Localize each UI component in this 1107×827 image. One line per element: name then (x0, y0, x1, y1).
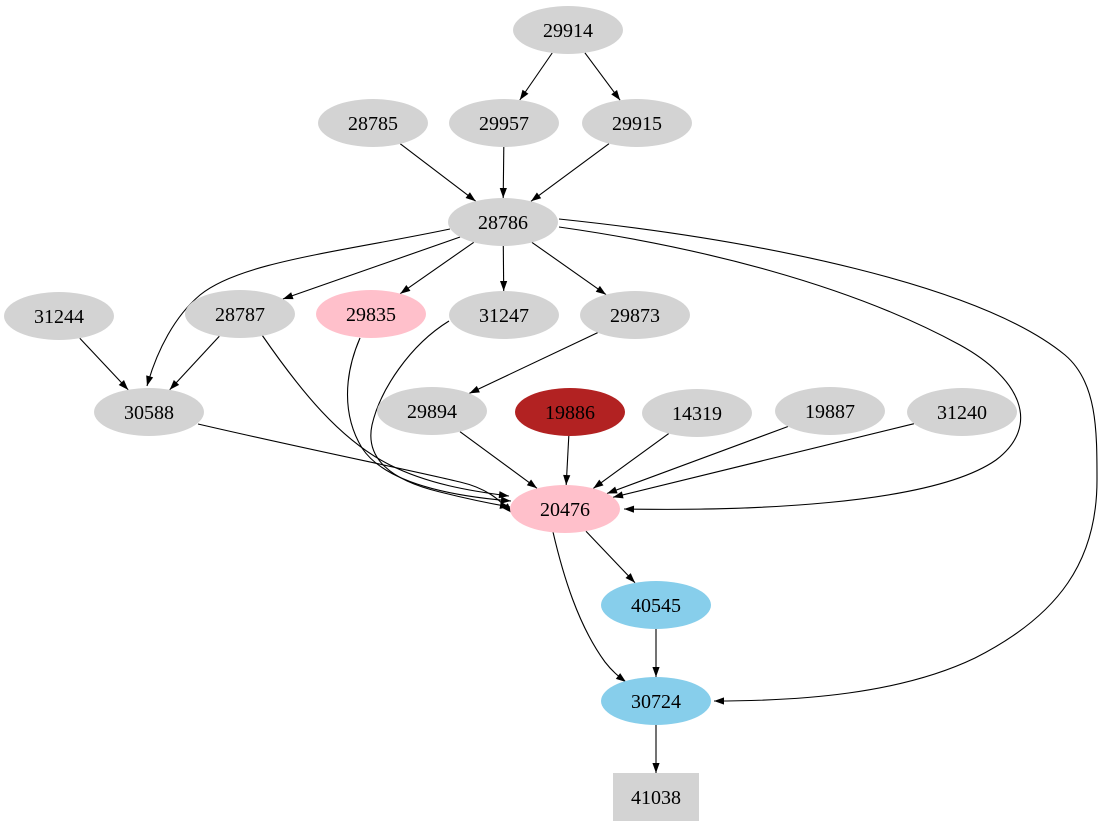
edge-28786-29873 (531, 241, 607, 296)
node-28785: 28785 (318, 99, 428, 147)
node-shape (318, 99, 428, 147)
edge-28787-30588 (169, 335, 220, 391)
node-shape (601, 677, 711, 725)
node-shape (775, 387, 885, 435)
edge-31240-20476 (612, 423, 915, 499)
edge-29914-29957 (519, 52, 553, 101)
node-label: 20476 (540, 499, 590, 521)
edges-layer (79, 52, 1098, 773)
node-label: 41038 (631, 787, 681, 809)
node-40545: 40545 (601, 581, 711, 629)
node-29835: 29835 (316, 290, 426, 338)
node-label: 30724 (631, 691, 681, 713)
node-41038: 41038 (613, 773, 699, 821)
edge-20476-40545 (585, 530, 636, 584)
edge-28787-20476 (261, 334, 510, 499)
edge-19887-20476 (606, 425, 789, 495)
node-28786: 28786 (448, 198, 558, 246)
node-shape (185, 290, 295, 338)
node-20476: 20476 (510, 485, 620, 533)
node-label: 29835 (346, 304, 396, 326)
node-shape (601, 581, 711, 629)
node-label: 29873 (610, 305, 660, 327)
node-31244: 31244 (4, 292, 114, 340)
node-label: 29915 (612, 113, 662, 135)
node-29957: 29957 (449, 99, 559, 147)
edge-29914-29915 (584, 52, 621, 101)
edge-29957-28786 (499, 146, 507, 199)
nodes-layer: 29914 28785 29957 29915 28786 31244 28787 29835… (4, 6, 1017, 821)
edge-28786-29835 (399, 241, 475, 295)
edge-28786-28787 (282, 236, 461, 300)
node-29915: 29915 (582, 99, 692, 147)
node-31240: 31240 (907, 388, 1017, 436)
edge-30588-20476 (197, 423, 513, 514)
node-shape (513, 6, 623, 54)
node-shape (316, 290, 426, 338)
node-label: 28787 (215, 304, 265, 326)
node-19886: 19886 (515, 388, 625, 436)
node-shape (449, 291, 559, 339)
node-shape (580, 291, 690, 339)
node-28787: 28787 (185, 290, 295, 338)
edge-31247-20476 (370, 320, 511, 509)
edge-29894-20476 (459, 431, 538, 489)
edge-20476-30724 (552, 531, 627, 683)
node-label: 19887 (805, 401, 855, 423)
node-shape (4, 292, 114, 340)
node-label: 40545 (631, 595, 681, 617)
node-shape (449, 99, 559, 147)
node-14319: 14319 (642, 389, 752, 437)
edge-28786-30588 (146, 228, 451, 387)
node-shape (515, 388, 625, 436)
node-label: 28785 (348, 113, 398, 135)
node-shape (94, 388, 204, 436)
node-label: 30588 (124, 402, 174, 424)
edge-19886-20476 (563, 435, 571, 486)
node-shape (448, 198, 558, 246)
node-label: 31240 (937, 402, 987, 424)
node-label: 29957 (479, 113, 529, 135)
edge-29915-28786 (530, 143, 610, 202)
node-29894: 29894 (377, 387, 487, 435)
node-shape (613, 773, 699, 821)
node-31247: 31247 (449, 291, 559, 339)
node-shape (377, 387, 487, 435)
node-label: 29894 (407, 401, 457, 423)
node-label: 29914 (543, 20, 593, 42)
node-label: 14319 (672, 403, 722, 425)
node-label: 31244 (34, 306, 84, 328)
node-label: 28786 (478, 212, 528, 234)
edge-28786-30724 (558, 218, 1098, 705)
edge-31244-30588 (79, 337, 129, 391)
node-label: 31247 (479, 305, 529, 327)
edge-28785-28786 (399, 143, 477, 202)
node-shape (907, 388, 1017, 436)
node-label: 19886 (545, 402, 595, 424)
edge-14319-20476 (592, 433, 670, 489)
node-29914: 29914 (513, 6, 623, 54)
edge-29873-29894 (469, 332, 598, 394)
node-shape (582, 99, 692, 147)
node-19887: 19887 (775, 387, 885, 435)
node-29873: 29873 (580, 291, 690, 339)
node-30588: 30588 (94, 388, 204, 436)
edge-28786-20476 (558, 226, 1022, 513)
node-shape (642, 389, 752, 437)
node-30724: 30724 (601, 677, 711, 725)
node-shape (510, 485, 620, 533)
edge-29835-20476 (347, 337, 512, 504)
